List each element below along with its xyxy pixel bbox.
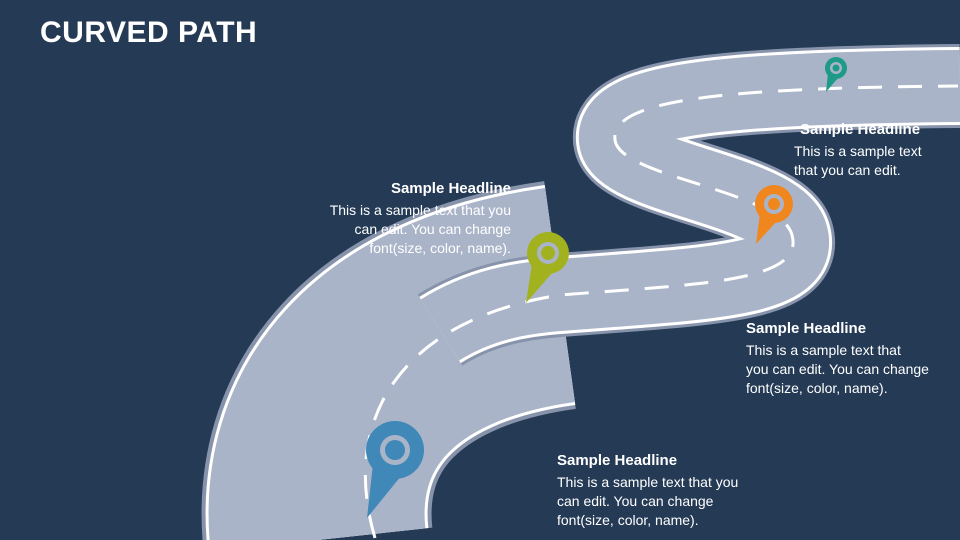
body-line: font(size, color, name).	[557, 512, 699, 528]
slide-title: CURVED PATH	[40, 16, 258, 49]
body-line: that you can edit.	[794, 162, 901, 178]
body-line: you can edit. You can change	[746, 361, 929, 377]
location-pin-orange-icon	[755, 185, 793, 244]
location-pin-teal-icon	[825, 57, 847, 92]
body-line: font(size, color, name).	[746, 380, 888, 396]
body-line: This is a sample text that you	[557, 474, 739, 490]
location-pin-blue-icon	[366, 421, 424, 518]
body-line: can edit. You can change	[354, 221, 511, 237]
text-block-2: Sample Headline This is a sample text th…	[330, 179, 511, 258]
body-line: This is a sample text that you	[329, 202, 511, 218]
headline: Sample Headline	[390, 180, 511, 197]
headline: Sample Headline	[800, 121, 921, 138]
headline: Sample Headline	[557, 452, 678, 469]
body-line: This is a sample text	[794, 143, 922, 159]
location-pin-green-icon	[526, 232, 569, 303]
body-line: This is a sample text that	[746, 342, 901, 358]
body-line: font(size, color, name).	[369, 240, 511, 256]
text-block-3: Sample Headline This is a sample text th…	[746, 319, 929, 398]
text-block-4: Sample Headline This is a sample text th…	[557, 451, 738, 530]
headline: Sample Headline	[746, 320, 867, 337]
body-line: can edit. You can change	[557, 493, 714, 509]
text-block-1: Sample Headline This is a sample text th…	[794, 120, 922, 180]
center-line	[363, 84, 959, 539]
